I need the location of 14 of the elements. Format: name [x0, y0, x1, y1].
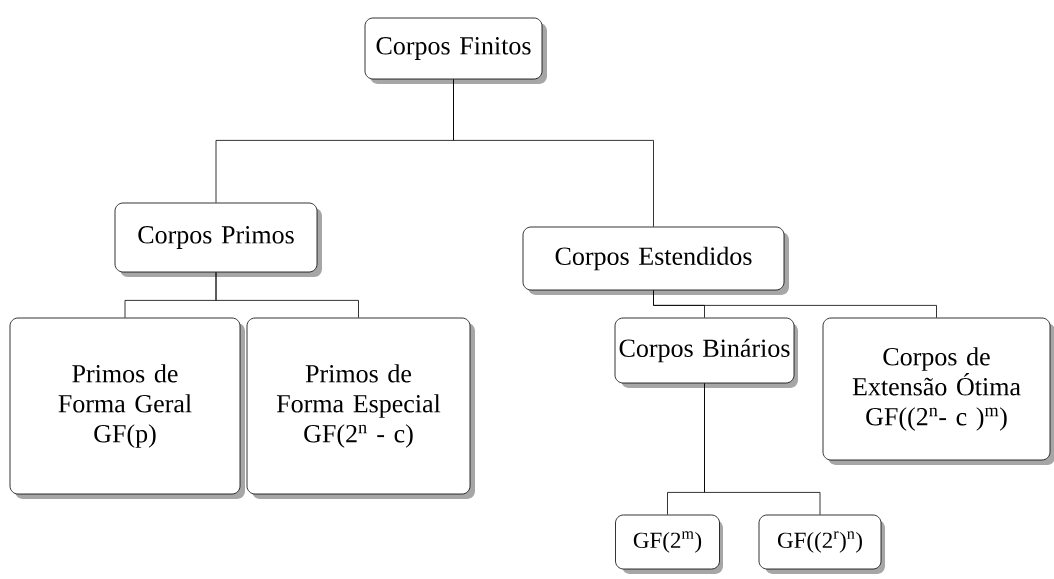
- connector-line: [653, 290, 937, 318]
- process-box: Primos de Forma Geral GF(p): [9, 317, 245, 499]
- node-label: GF(2$^{m}$): [633, 531, 702, 553]
- connector-line: [215, 272, 359, 318]
- process-box: Corpos de Extensão Ótima GF((2$^{n}$- c )$^{m}$): [822, 317, 1054, 465]
- process-box: Primos de Forma Especial GF(2$^{n}$ - c): [246, 317, 475, 499]
- process-box: Corpos Primos: [114, 202, 322, 277]
- connector-line: [704, 383, 821, 515]
- process-box: GF((2$^{r}$)$^{n}$): [758, 514, 885, 574]
- process-box: Corpos Finitos: [364, 17, 547, 84]
- process-box: GF(2$^{m}$): [615, 514, 723, 574]
- process-box: Corpos Estendidos: [522, 226, 789, 295]
- connector-line: [453, 79, 654, 227]
- process-box: Corpos Binários: [614, 317, 798, 388]
